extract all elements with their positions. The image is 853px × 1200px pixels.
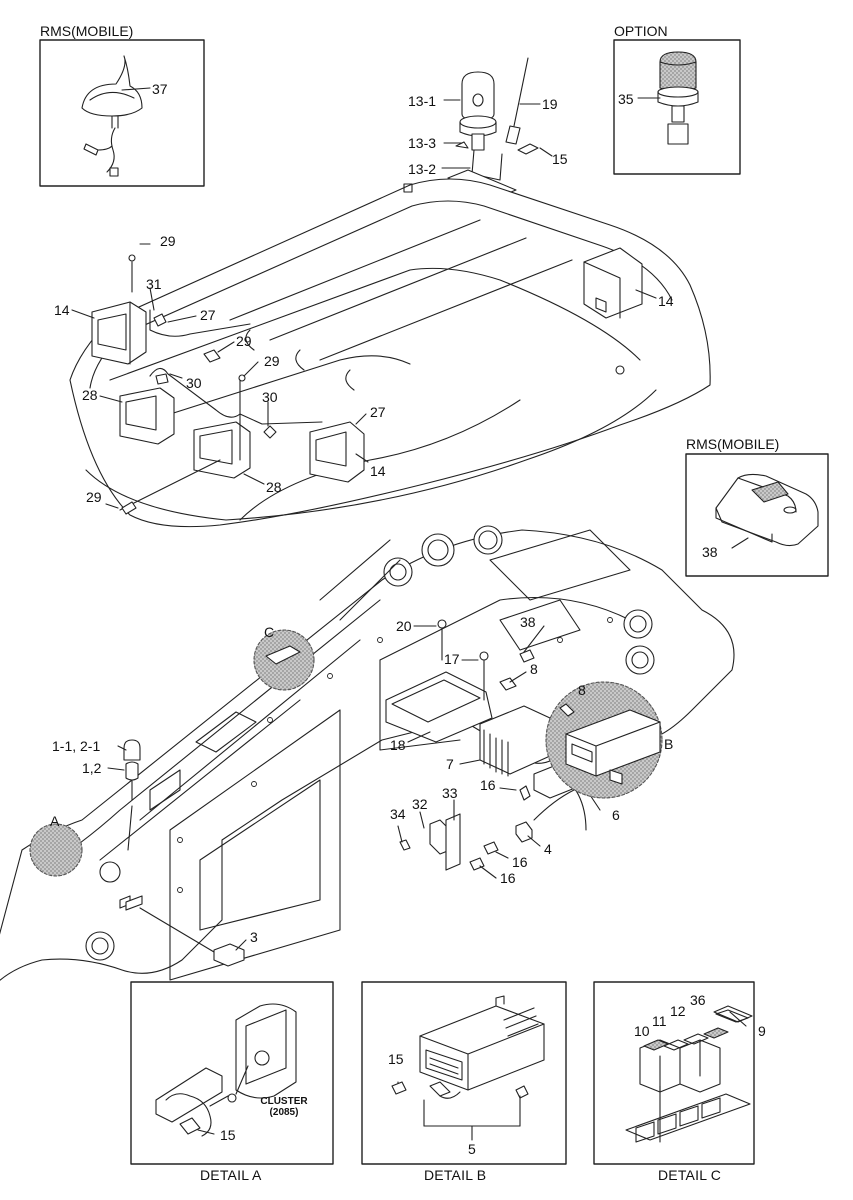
callout-3: 3: [250, 929, 258, 945]
rms-mobile-title-top: RMS(MOBILE): [40, 23, 134, 39]
detail-b-callout-15: 15: [388, 1051, 404, 1067]
callout-1-2: 1,2: [82, 760, 102, 776]
callout-13-1: 13-1: [408, 93, 437, 109]
detail-a-caption: DETAIL A: [200, 1167, 262, 1183]
callout-8-b: 8: [578, 682, 586, 698]
callout-19: 19: [542, 96, 558, 112]
rms-module-box: [685, 453, 829, 577]
frame-components: [107, 619, 601, 967]
callout-28-a: 28: [82, 387, 98, 403]
callout-13-3: 13-3: [408, 135, 437, 151]
cab-frame: [0, 525, 735, 981]
callout-18: 18: [390, 737, 406, 753]
callout-38-rms: 38: [702, 544, 718, 560]
callout-35: 35: [618, 91, 634, 107]
cluster-model: (2085): [269, 1107, 299, 1118]
detail-c-callout-12: 12: [670, 1003, 686, 1019]
callout-33: 33: [442, 785, 458, 801]
callout-28-b: 28: [266, 479, 282, 495]
detail-b-box: [361, 981, 567, 1165]
cluster-name: CLUSTER: [260, 1096, 308, 1107]
callout-6: 6: [612, 807, 620, 823]
callout-29-c: 29: [264, 353, 280, 369]
detail-a-box: [130, 981, 334, 1165]
callout-14-left: 14: [54, 302, 70, 318]
callout-34: 34: [390, 806, 406, 822]
callout-31: 31: [146, 276, 162, 292]
callout-27-a: 27: [200, 307, 216, 323]
callout-1-1-2-1: 1-1, 2-1: [52, 738, 101, 754]
detail-c-callout-9: 9: [758, 1023, 766, 1039]
detail-c-callout-36: 36: [690, 992, 706, 1008]
callout-29-a: 29: [160, 233, 176, 249]
rms-mobile-title-right: RMS(MOBILE): [686, 436, 780, 452]
detail-c-callout-11: 11: [652, 1013, 667, 1029]
callout-38: 38: [520, 614, 536, 630]
callout-16-c: 16: [500, 870, 516, 886]
detail-a-callout-15: 15: [220, 1127, 236, 1143]
callout-27-b: 27: [370, 404, 386, 420]
callout-16-b: 16: [512, 854, 528, 870]
roof-work-lamps: [71, 243, 657, 515]
rms-antenna-box: [39, 39, 205, 187]
detail-c-callout-10: 10: [634, 1023, 650, 1039]
callout-37: 37: [152, 81, 168, 97]
detail-c-box: [593, 981, 755, 1165]
callout-29-b: 29: [236, 333, 252, 349]
callout-14-mid: 14: [370, 463, 386, 479]
option-title: OPTION: [614, 23, 668, 39]
detail-b-callout-5: 5: [468, 1141, 476, 1157]
cab-roof: [69, 178, 711, 528]
callout-13-2: 13-2: [408, 161, 437, 177]
callout-29-d: 29: [86, 489, 102, 505]
detail-zone-markers: [29, 629, 663, 877]
zone-label-a: A: [50, 813, 60, 829]
callout-32: 32: [412, 796, 428, 812]
callout-16-a: 16: [480, 777, 496, 793]
callout-17: 17: [444, 651, 460, 667]
callout-14-right: 14: [658, 293, 674, 309]
callout-4: 4: [544, 841, 552, 857]
callout-30-a: 30: [186, 375, 202, 391]
callout-30-b: 30: [262, 389, 278, 405]
detail-b-caption: DETAIL B: [424, 1167, 487, 1183]
callout-7: 7: [446, 756, 454, 772]
beacon-assembly: [441, 57, 553, 205]
zone-label-b: B: [664, 736, 674, 752]
callout-15-top: 15: [552, 151, 568, 167]
callout-20: 20: [396, 618, 412, 634]
callout-8-a: 8: [530, 661, 538, 677]
cluster-label: CLUSTER (2085): [252, 1096, 316, 1118]
option-lamp-box: [613, 39, 741, 175]
detail-c-caption: DETAIL C: [658, 1167, 722, 1183]
zone-label-c: C: [264, 624, 275, 640]
